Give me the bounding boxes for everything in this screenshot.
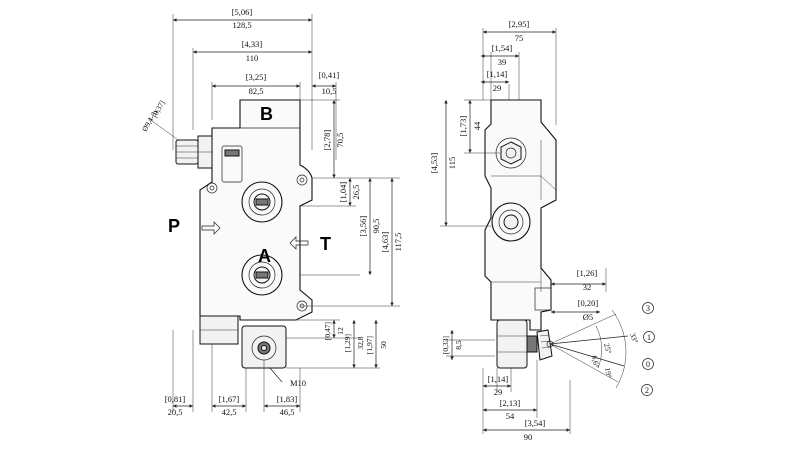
side-dim-90-mm: 90	[524, 432, 533, 442]
dim-50-mm: 50	[379, 341, 388, 349]
dim-117-mm: 117,5	[393, 233, 403, 252]
side-dim-32-mm: 32	[583, 282, 592, 292]
dim-width-110-inch: [4,33]	[242, 39, 263, 49]
side-dim-115-mm: 115	[447, 157, 457, 169]
side-dim-54-mm: 54	[506, 411, 515, 421]
dim-20-mm: 20,5	[168, 407, 183, 417]
t-flow-arrow	[289, 236, 309, 250]
side-view: [2,95] 75 [1,54] 39 [1,14] 29	[429, 19, 655, 442]
port-label-t: T	[320, 234, 331, 254]
side-dim-39-mm: 39	[498, 57, 507, 67]
side-dim-54-inch: [2,13]	[500, 398, 521, 408]
position-2: 2	[645, 386, 649, 395]
dim-body-width-mm: 82,5	[249, 86, 264, 96]
dim-body-width-inch: [3,25]	[246, 72, 267, 82]
inlet-fitting	[175, 135, 213, 169]
side-dim-8-mm: 8,5	[454, 340, 463, 350]
dim-12-mm: 12	[336, 327, 345, 335]
dim-overall-width-inch: [5,06]	[232, 7, 253, 17]
port-label-b: B	[260, 104, 273, 124]
side-dim-29-mm: 29	[493, 83, 502, 93]
side-dim-b29-inch: [1,14]	[488, 374, 509, 384]
port-a-boss	[241, 254, 283, 296]
dim-46-inch: [1,83]	[277, 394, 298, 404]
dim-26-mm: 26,5	[351, 185, 361, 200]
dim-offset-mm: 10,5	[322, 86, 337, 96]
side-dim-5-mm: Ø5	[583, 312, 593, 322]
dim-42-mm: 42,5	[222, 407, 237, 417]
p-flow-arrow	[201, 221, 221, 235]
angle-25: 25°	[602, 342, 613, 354]
port-label-a: A	[258, 246, 271, 266]
angle-33: 33°	[628, 332, 640, 345]
front-view: [5,06] 128,5 [4,33] 110 [3,25] 82,5 [0,4…	[140, 7, 403, 417]
side-middle-boss	[491, 202, 531, 242]
side-dim-75-mm: 75	[515, 33, 524, 43]
dim-32-mm: 32,8	[356, 336, 365, 349]
dim-90-mm: 90,5	[371, 219, 381, 234]
angle-19: 19°	[603, 367, 614, 379]
spool-end	[241, 325, 287, 383]
position-3: 3	[646, 304, 650, 313]
thread-label: M10	[290, 378, 306, 388]
side-dim-32-inch: [1,26]	[577, 268, 598, 278]
side-upper-plug	[495, 137, 527, 169]
side-dim-44-mm: 44	[472, 121, 482, 130]
dim-20-inch: [0,81]	[165, 394, 186, 404]
side-dim-115-inch: [4,53]	[429, 153, 439, 174]
dim-fitting-spec: Ø9,4-3x	[140, 107, 160, 133]
dim-42-inch: [1,67]	[219, 394, 240, 404]
side-dim-b29-mm: 29	[494, 387, 503, 397]
dim-117-inch: [4,63]	[380, 232, 390, 253]
dim-70-mm: 70,5	[335, 133, 345, 148]
side-dim-5-inch: [0,20]	[578, 298, 599, 308]
dim-50-inch: [1,97]	[365, 336, 374, 354]
side-dim-29-inch: [1,14]	[487, 69, 508, 79]
dim-26-inch: [1,04]	[338, 182, 348, 203]
port-b-boss	[241, 181, 283, 223]
lever-assembly	[496, 313, 629, 383]
position-markers: 3 1 0 2	[641, 302, 655, 396]
side-dim-75-inch: [2,95]	[509, 19, 530, 29]
dim-offset-inch: [0,41]	[319, 70, 340, 80]
dim-90-inch: [3,56]	[358, 216, 368, 237]
dim-46-mm: 46,5	[280, 407, 295, 417]
dim-12-inch: [0,47]	[323, 322, 332, 340]
position-1: 1	[647, 333, 651, 342]
dim-70-inch: [2,78]	[322, 130, 332, 151]
dim-overall-width-mm: 128,5	[232, 20, 251, 30]
angle-6: 6,6°	[590, 355, 601, 369]
port-label-p: P	[168, 216, 180, 236]
side-dim-39-inch: [1,54]	[492, 43, 513, 53]
dim-width-110-mm: 110	[246, 53, 258, 63]
dim-32-inch: [1,29]	[343, 334, 352, 352]
side-dim-44-inch: [1,73]	[458, 116, 468, 137]
side-dim-8-inch: [0,33]	[441, 336, 450, 354]
position-0: 0	[646, 360, 650, 369]
side-dim-90-inch: [3,54]	[525, 418, 546, 428]
